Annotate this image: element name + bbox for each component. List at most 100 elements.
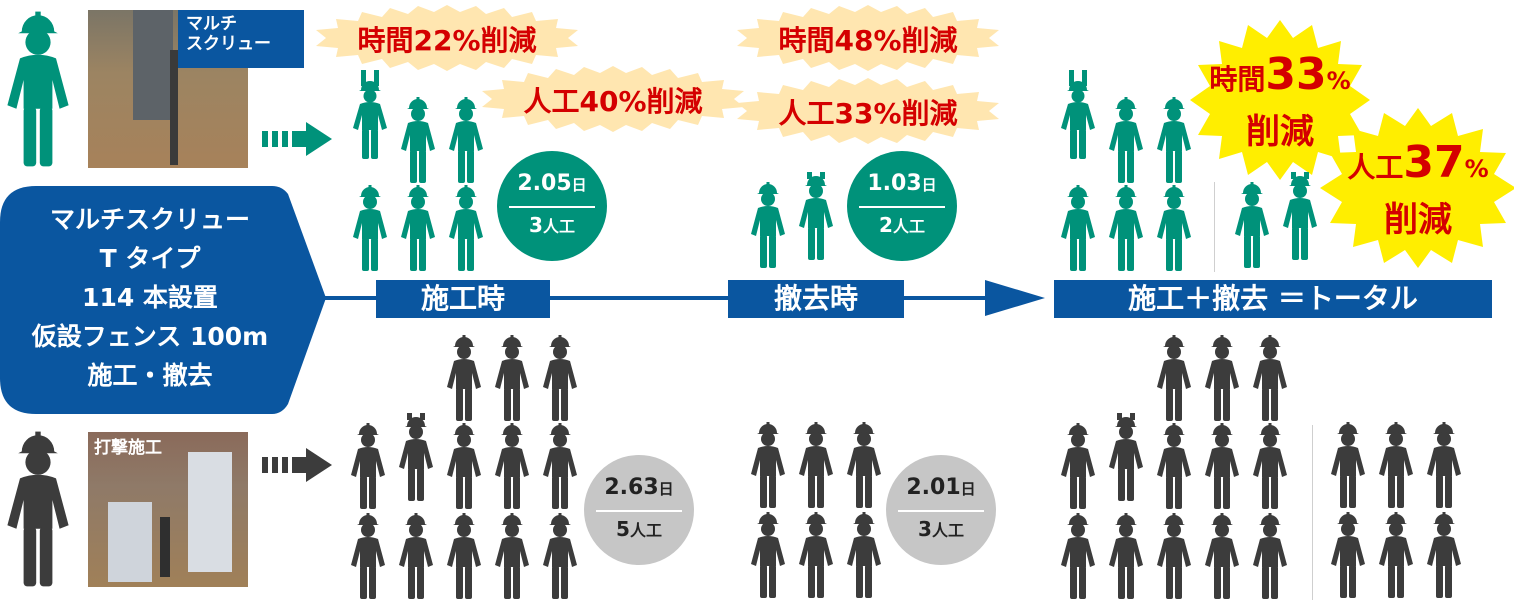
total-pile-removal-workers [1331,422,1461,598]
burst-shape [737,5,999,71]
total-green-separator [1214,182,1215,272]
multi-construction-workers [353,70,483,271]
phase-construction: 施工時 [376,280,550,318]
worker-icon [401,97,435,183]
multi-screw-photo-label: マルチ スクリュー [178,10,304,68]
foreman-worker-icon [799,172,833,260]
worker-icon [353,185,387,271]
crew-unit: 人工 [629,521,662,540]
phase-total: 施工＋撤去 ＝トータル [1054,280,1492,318]
multi-removal-days: 1.03 [867,171,922,196]
worker-icon [449,185,483,271]
total-labor-value: 37 [1403,137,1465,188]
worker-icon [1157,335,1191,421]
total-pile-construction-workers [1061,335,1287,599]
worker-icon [1427,512,1461,598]
multi-construction-crew: 3 [529,213,543,237]
worker-icon [1205,513,1239,599]
multi-screw-worker-icon [2,8,74,170]
worker-icon [1253,335,1287,421]
total-gray-separator [1312,425,1313,600]
timeline-arrow-icon [985,280,1045,316]
pile-driving-photo-label: 打撃施工 [94,438,162,458]
pile-construction-circle: 2.63日 5人工 [584,455,694,565]
total-multi-construction-workers [1061,70,1191,271]
worker-icon [1061,185,1095,271]
worker-icon [1235,182,1269,268]
total-labor-unit: % [1464,155,1489,183]
multi-construction-days: 2.05 [517,171,572,196]
burst-shape [1190,20,1370,180]
crew-unit: 人工 [542,217,575,236]
worker-icon [1109,97,1143,183]
worker-icon [1427,422,1461,508]
worker-icon [495,513,529,599]
burst-total-time: 時間33% 削減 [1190,20,1370,180]
days-unit: 日 [658,480,674,498]
foreman-worker-icon [1283,172,1317,260]
crew-unit: 人工 [931,521,964,540]
worker-icon [847,512,881,598]
burst-removal-labor: 人工33%削減 [735,78,1001,144]
multi-removal-crew: 2 [879,213,893,237]
phase-removal: 撤去時 [728,280,904,318]
total-time-reduction: 時間33% [1190,50,1370,109]
main-label-line-2: T タイプ [99,244,201,273]
main-label: マルチスクリュー T タイプ 114 本設置 仮設フェンス 100m 施工・撤去 [0,200,300,395]
worker-icon [447,513,481,599]
total-labor-prefix: 人工 [1347,151,1404,184]
burst-shape [482,66,744,132]
total-time-suffix: 削減 [1246,112,1314,152]
worker-icon [401,185,435,271]
days-unit: 日 [571,176,587,194]
worker-icon [495,335,529,421]
worker-icon [449,97,483,183]
days-unit: 日 [921,176,937,194]
main-label-line-5: 施工・撤去 [87,361,213,390]
burst-construction-time: 時間22%削減 [314,5,580,71]
main-label-line-1: マルチスクリュー [49,205,250,234]
photo-screw-shaft [170,50,178,165]
worker-icon [543,335,577,421]
worker-icon [351,513,385,599]
worker-icon [1205,335,1239,421]
photo-worker-right [188,452,232,572]
foreman-worker-icon [1109,413,1143,501]
worker-icon [1379,512,1413,598]
photo-pile [160,517,170,577]
pile-removal-days: 2.01 [906,475,961,500]
foreman-worker-icon [353,70,387,159]
timeline-line [300,296,1000,300]
worker-icon [751,512,785,598]
total-time-unit: % [1326,67,1351,95]
circle-divider [596,510,682,512]
burst-shape [1320,108,1514,268]
worker-icon [1253,513,1287,599]
worker-icon [751,422,785,508]
worker-icon [1331,512,1365,598]
worker-icon [543,423,577,509]
pile-construction-crew: 5 [616,517,630,541]
photo-worker-left [108,502,152,582]
multi-removal-circle: 1.03日 2人工 [847,151,957,261]
foreman-worker-icon [399,413,433,501]
total-multi-removal-workers [1235,172,1317,268]
worker-icon [751,182,785,268]
pile-driving-arrow-icon [262,448,332,482]
circle-divider [859,206,945,208]
pile-construction-days: 2.63 [604,475,659,500]
total-time-prefix: 時間 [1209,63,1266,96]
pile-construction-workers [351,335,577,599]
worker-icon [799,512,833,598]
burst-construction-labor: 人工40%削減 [480,66,746,132]
worker-icon [495,423,529,509]
burst-shape [737,78,999,144]
photo-operator-legs [133,10,173,120]
burst-removal-time: 時間48%削減 [735,5,1001,71]
pile-removal-circle: 2.01日 3人工 [886,455,996,565]
worker-icon [799,422,833,508]
removal-time-reduction: 時間48%削減 [778,24,958,57]
worker-icon [1157,185,1191,271]
days-unit: 日 [960,480,976,498]
main-label-line-3: 114 本設置 [82,283,218,312]
